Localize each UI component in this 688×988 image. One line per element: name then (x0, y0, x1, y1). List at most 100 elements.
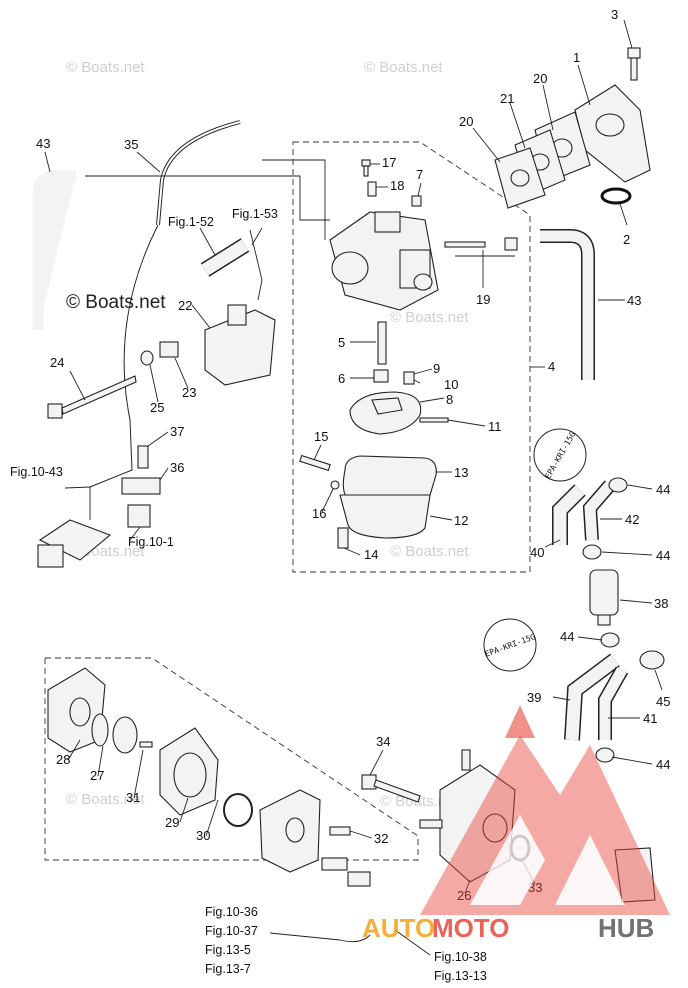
callout-36: 36 (170, 460, 184, 475)
screw-17 (361, 159, 371, 177)
callout-3: 3 (611, 7, 618, 22)
callout-42: 42 (625, 512, 639, 527)
spring-30 (223, 793, 253, 827)
callout-25: 25 (150, 400, 164, 415)
washer-25 (140, 350, 154, 366)
screw-7 (411, 195, 422, 207)
callout-18: 18 (390, 178, 404, 193)
ref-fig-10-43: Fig.10-43 (10, 465, 63, 479)
fitting-fig-10-43 (37, 519, 112, 568)
callout-41: 41 (643, 711, 657, 726)
main-watermark: © Boats.net (66, 292, 166, 313)
callout-15: 15 (314, 429, 328, 444)
clip-44-d (595, 747, 615, 763)
bolt-3 (627, 47, 641, 81)
ref-fig-10-37: Fig.10-37 (205, 924, 258, 938)
brand-moto: MOTO (432, 913, 510, 943)
callout-34: 34 (376, 734, 390, 749)
callout-24: 24 (50, 355, 64, 370)
epa-tag-lower: EPA-KRI-15G (483, 618, 537, 672)
callout-9: 9 (433, 361, 440, 376)
spring-pump (321, 857, 348, 871)
diaphragm-29 (159, 727, 219, 816)
callout-2: 2 (623, 232, 630, 247)
pump-cover (259, 789, 321, 873)
float-pin-11 (419, 417, 449, 423)
callout-21: 21 (500, 91, 514, 106)
pipe-fig-1-53 (249, 229, 263, 301)
brand-auto: AUTO (362, 913, 435, 943)
pump-body-28 (47, 667, 106, 753)
bolt-24 (47, 375, 137, 419)
screw-37 (137, 445, 149, 469)
bolt-34 (361, 774, 421, 803)
callout-13: 13 (454, 465, 468, 480)
callout-45: 45 (656, 694, 670, 709)
fuel-filter-38 (589, 569, 619, 626)
screw-31 (139, 741, 153, 748)
callout-5: 5 (338, 335, 345, 350)
hose-fig-1-52 (200, 238, 250, 277)
callout-43: 43 (36, 136, 50, 151)
callout-22: 22 (178, 298, 192, 313)
screw-32 (329, 826, 351, 836)
callout-11: 11 (488, 419, 502, 434)
main-nozzle-5 (377, 321, 387, 365)
silencer-22 (204, 304, 276, 386)
ref-fig-10-1: Fig.10-1 (128, 535, 174, 549)
watermark: © Boats.net (66, 791, 145, 808)
callout-17: 17 (382, 155, 396, 170)
callout-23: 23 (182, 385, 196, 400)
callout-7: 7 (416, 167, 423, 182)
fuel-connector (614, 847, 656, 903)
callout-44: 44 (656, 757, 670, 772)
grommet-45 (639, 650, 665, 670)
callout-28: 28 (56, 752, 70, 767)
watermark: © Boats.net (364, 59, 443, 76)
callout-8: 8 (446, 392, 453, 407)
callout-35: 35 (124, 137, 138, 152)
clip-44-c (600, 632, 620, 648)
clip-44-b (582, 544, 602, 560)
choke-cable (89, 224, 159, 488)
epa-tag-upper: EPA-KRI-15G (533, 428, 587, 482)
ref-fig-1-53: Fig.1-53 (232, 207, 278, 221)
carburetor-group-box (292, 141, 531, 573)
hose-40 (552, 484, 586, 545)
screw-15 (299, 454, 331, 472)
carburetor-body (329, 211, 439, 311)
callout-30: 30 (196, 828, 210, 843)
callout-37: 37 (170, 424, 184, 439)
clip-44-a (608, 477, 628, 493)
float-8 (349, 391, 422, 435)
callout-16: 16 (312, 506, 326, 521)
float-chamber-12 (339, 494, 431, 539)
callout-27: 27 (90, 768, 104, 783)
o-ring-2 (600, 187, 632, 205)
callout-20: 20 (459, 114, 473, 129)
collar-23 (159, 341, 179, 358)
watermark: © Boats.net (390, 543, 469, 560)
needle-valve-9 (403, 371, 415, 385)
callout-43: 43 (627, 293, 641, 308)
callout-40: 40 (530, 545, 544, 560)
brand-logo: AUTO MOTO HUB (362, 705, 670, 943)
callout-14: 14 (364, 547, 378, 562)
callout-44: 44 (656, 482, 670, 497)
callout-38: 38 (654, 596, 668, 611)
hose-41 (598, 666, 629, 740)
callout-19: 19 (476, 292, 490, 307)
ref-fig-1-52: Fig.1-52 (168, 215, 214, 229)
ref-fig-10-38: Fig.10-38 (434, 950, 487, 964)
valve-plate (112, 716, 138, 754)
callout-20: 20 (533, 71, 547, 86)
hose-39 (564, 653, 620, 741)
callout-39: 39 (527, 690, 541, 705)
gasket-20-lower (494, 147, 546, 209)
diaphragm-27 (91, 713, 109, 747)
callout-31: 31 (126, 790, 140, 805)
callout-26: 26 (457, 888, 471, 903)
callout-4: 4 (548, 359, 555, 374)
